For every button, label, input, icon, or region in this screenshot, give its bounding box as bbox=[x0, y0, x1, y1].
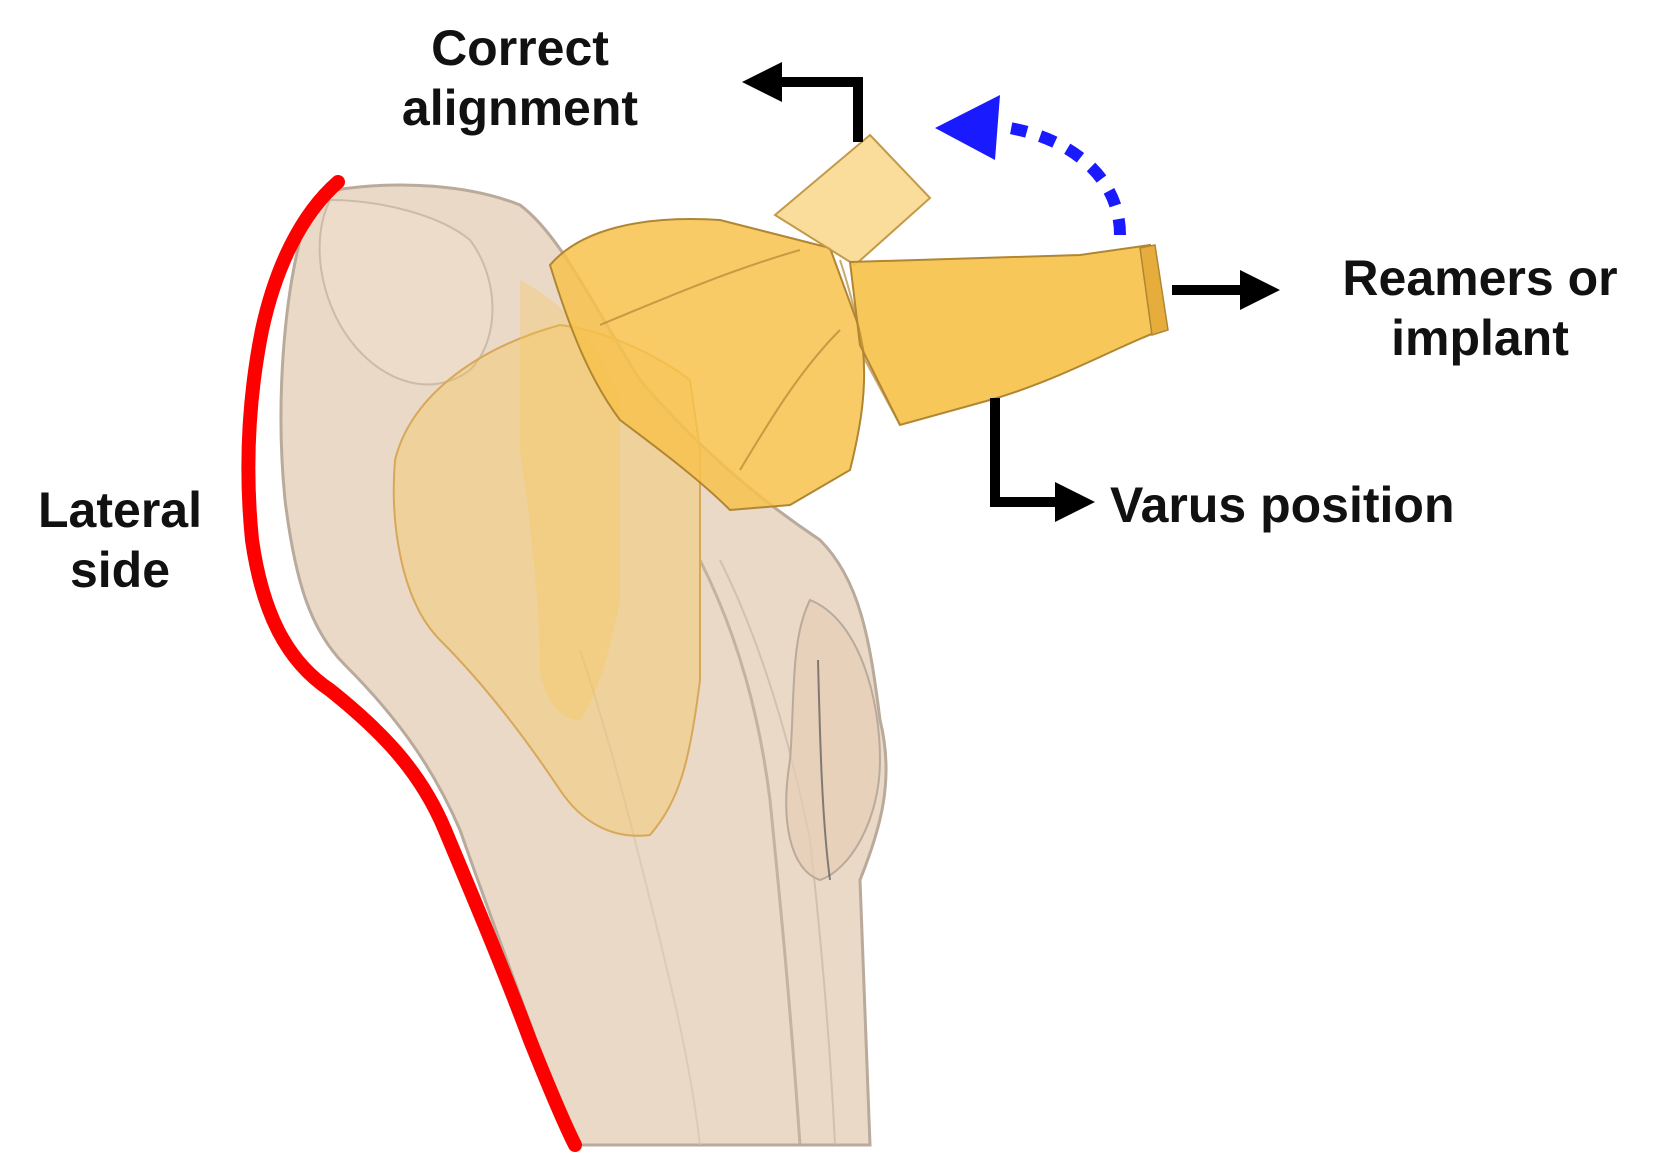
rotation-arrowhead bbox=[935, 95, 1000, 160]
lateral-side-line bbox=[241, 175, 582, 1152]
label-correct-alignment-line-1: Correct bbox=[431, 20, 609, 76]
label-varus-position: Varus position bbox=[1110, 475, 1580, 535]
label-correct-alignment-line-2: alignment bbox=[401, 80, 639, 136]
implant-inner-wedge bbox=[520, 280, 620, 720]
varus-rod-collar bbox=[839, 259, 901, 426]
label-reamers-or-implant: Reamers or implant bbox=[1300, 248, 1660, 368]
label-reamers-line-2: implant bbox=[1391, 310, 1569, 366]
dark-crack-line bbox=[817, 659, 831, 881]
label-lateral-side: Lateral side bbox=[0, 480, 240, 600]
varus-rod-tip bbox=[1139, 244, 1169, 336]
label-correct-alignment: Correct alignment bbox=[360, 18, 680, 138]
implant-band-1 bbox=[599, 249, 801, 326]
label-reamers-line-1: Reamers or bbox=[1342, 250, 1618, 306]
implant bbox=[392, 133, 1169, 837]
shaft-inner-line bbox=[579, 649, 701, 1146]
femur-bone bbox=[279, 183, 888, 1147]
curved-dashed-arrow-icon bbox=[1008, 122, 1126, 236]
implant-head bbox=[548, 218, 866, 512]
label-lateral-line-2: side bbox=[69, 542, 171, 598]
implant-band-2 bbox=[739, 329, 841, 471]
cortex-line-medial bbox=[698, 559, 802, 1146]
varus-rod bbox=[848, 243, 1164, 427]
lesser-trochanter bbox=[785, 598, 882, 882]
arrow-right-icon-correct bbox=[742, 62, 863, 142]
label-varus-line: Varus position bbox=[1110, 477, 1455, 533]
arrow-right-icon-varus bbox=[990, 398, 1095, 522]
label-lateral-line-1: Lateral bbox=[38, 482, 202, 538]
correct-alignment-rod bbox=[773, 133, 932, 267]
trochanter-shade bbox=[318, 198, 494, 386]
